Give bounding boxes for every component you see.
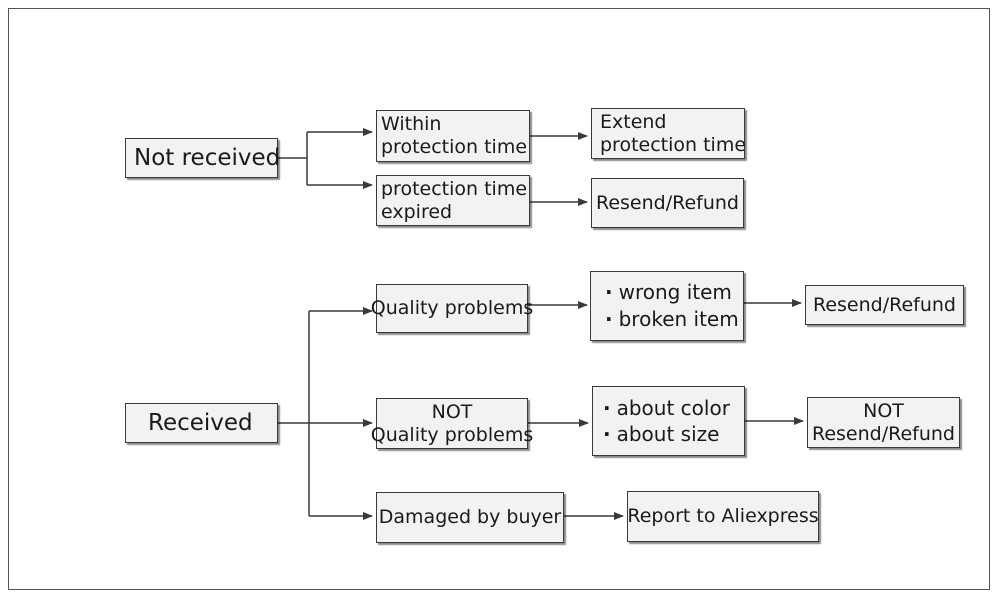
node-not-received: Not received [125,138,280,178]
list-item-about-color: about color [603,395,744,421]
list-item-about-size: about size [603,421,744,447]
node-not-quality-examples: about color about size [592,386,745,456]
list-item-broken-item: broken item [605,306,743,333]
node-resend-refund-2: Resend/Refund [805,285,964,325]
connector-received-trunk [278,311,310,516]
node-received: Received [125,403,278,443]
node-within-protection-time: Within protection time [376,110,530,162]
node-not-resend-refund: NOT Resend/Refund [807,397,960,448]
list-item-wrong-item: wrong item [605,279,743,306]
node-protection-time-expired: protection time expired [376,175,530,226]
node-quality-examples: wrong item broken item [590,271,744,341]
node-extend-protection-time: Extend protection time [591,108,746,159]
node-not-quality-problems: NOT Quality problems [371,398,533,449]
node-report-to-aliexpress: Report to Aliexpress [627,491,819,542]
node-quality-problems: Quality problems [371,284,533,333]
diagram-frame [8,8,990,590]
node-resend-refund-1: Resend/Refund [591,178,744,228]
connector-not-received-trunk [278,132,308,185]
node-damaged-by-buyer: Damaged by buyer [376,492,564,543]
